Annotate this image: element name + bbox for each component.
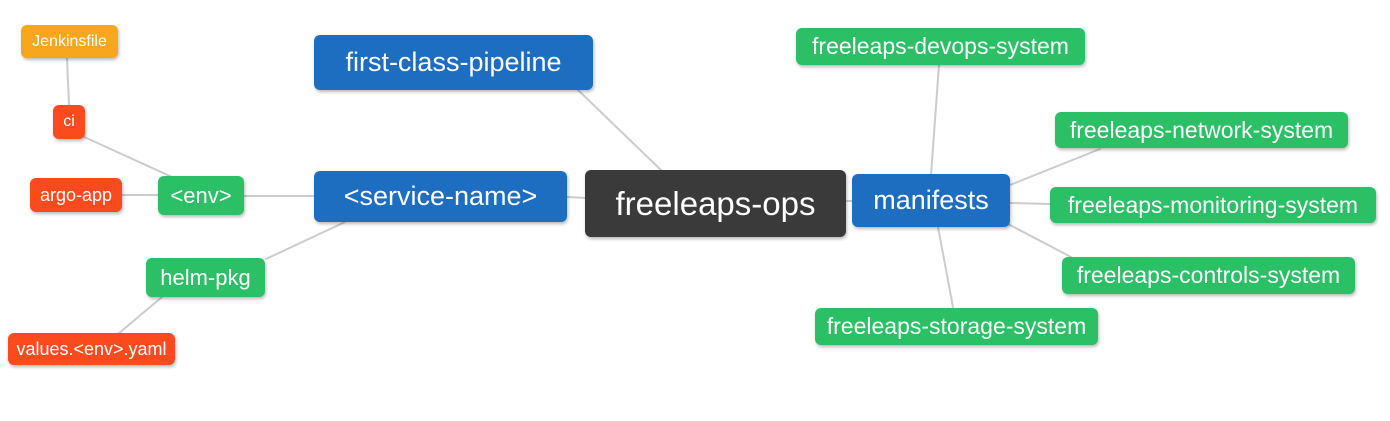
node-ci[interactable]: ci (53, 105, 85, 139)
edge-manifests-network (1009, 148, 1101, 186)
edge-service-name-freeleaps-ops (566, 196, 587, 199)
edge-helm-pkg-values (117, 296, 163, 335)
node-argo-app[interactable]: argo-app (30, 178, 122, 212)
edge-manifests-controls (1007, 223, 1072, 258)
edge-manifests-monitoring (1009, 202, 1052, 205)
edge-jenkinsfile-ci (66, 57, 70, 107)
node-manifests[interactable]: manifests (852, 174, 1010, 227)
node-freeleaps-devops-system[interactable]: freeleaps-devops-system (796, 28, 1085, 65)
node-jenkinsfile[interactable]: Jenkinsfile (21, 25, 118, 58)
edge-pipeline-freeleaps-ops (577, 89, 663, 172)
node-service-name[interactable]: <service-name> (314, 171, 567, 222)
node-freeleaps-storage-system[interactable]: freeleaps-storage-system (815, 308, 1098, 345)
edge-manifests-storage (937, 226, 954, 308)
edge-manifests-devops (930, 64, 940, 176)
node-first-class-pipeline[interactable]: first-class-pipeline (314, 35, 593, 90)
node-helm-pkg[interactable]: helm-pkg (146, 258, 265, 297)
node-freeleaps-ops-root[interactable]: freeleaps-ops (585, 170, 846, 237)
node-values-env-yaml[interactable]: values.<env>.yaml (8, 333, 175, 365)
edge-ci-env (81, 135, 173, 178)
node-freeleaps-network-system[interactable]: freeleaps-network-system (1055, 112, 1348, 148)
node-env[interactable]: <env> (158, 176, 244, 215)
edge-service-name-helm-pkg (265, 221, 346, 260)
node-freeleaps-monitoring-system[interactable]: freeleaps-monitoring-system (1050, 187, 1376, 223)
node-freeleaps-controls-system[interactable]: freeleaps-controls-system (1062, 257, 1355, 294)
